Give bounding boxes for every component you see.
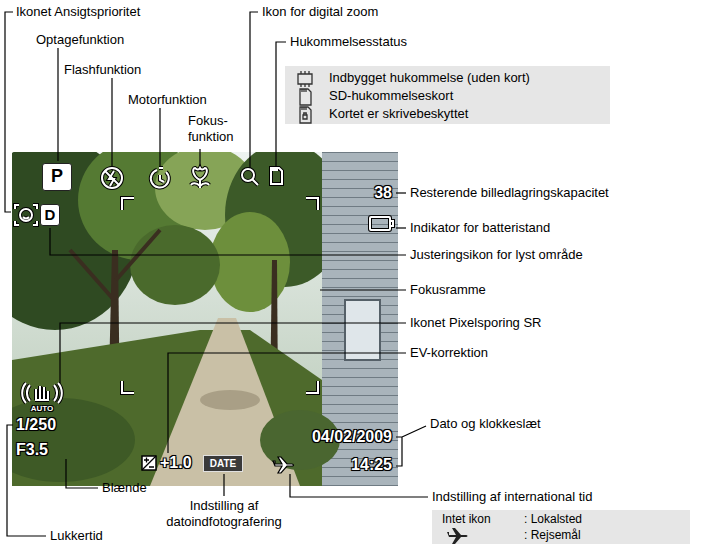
callout-label: Dato og klokkeslæt (430, 416, 541, 432)
leader-line (199, 149, 200, 166)
key-icons (285, 66, 325, 126)
callout-label: Ikonet Ansigtsprioritet (16, 4, 140, 20)
callout-label: Justeringsikon for lyst område (410, 247, 583, 263)
callout-label: Blænde (102, 480, 147, 496)
key-text: : Lokalsted (524, 512, 582, 526)
date-bracket (396, 426, 426, 466)
leader-line (320, 289, 406, 290)
callout-label: Resterende billedlagringskapacitet (410, 185, 609, 201)
callout-label: Indstilling af international tid (432, 489, 592, 505)
leader-line (396, 192, 406, 193)
callout-label: Hukommelsesstatus (290, 34, 407, 50)
callout-label: Motorfunktion (128, 92, 207, 108)
screen-readout: 04/02/2009 (312, 427, 392, 446)
key-text: Kortet er skrivebeskyttet (329, 106, 468, 122)
callout-label: Fokus- funktion (188, 113, 242, 144)
key-icon (300, 107, 311, 123)
date-imprint-box: DATE (203, 455, 243, 472)
icon-letter: DATE (210, 458, 236, 470)
callout-label: Optagefunktion (36, 32, 124, 48)
scene-photo (12, 152, 398, 486)
leader-line (290, 474, 428, 497)
mode-icon-box: P (42, 163, 72, 191)
focus-frame (122, 198, 318, 393)
leader-line (66, 459, 98, 488)
leader-line (111, 78, 112, 166)
time-key-panel: Intet ikon : Lokalsted : Rejsemål (432, 510, 690, 544)
icon-letter: P (51, 166, 63, 188)
leader-line (5, 12, 13, 212)
key-text: Intet ikon (442, 512, 491, 526)
screen-readout: 1/250 (16, 415, 56, 434)
callout-label: Indstilling af datoindfotografering (149, 498, 299, 529)
key-text: SD-hukommelseskort (329, 88, 453, 104)
key-icon (298, 71, 312, 87)
screen-readout: 14:25 (351, 455, 392, 474)
leader-line (50, 228, 406, 255)
key-icon (300, 89, 311, 105)
focus-frame-shadow (122, 198, 318, 393)
key-text: Indbygget hukommelse (uden kort) (329, 70, 530, 86)
screen-readout: +1.0 (160, 453, 192, 472)
airplane-icon (447, 528, 468, 544)
leader-line (57, 48, 58, 161)
callout-label: Indikator for batteristand (410, 220, 550, 236)
callout-label: Flashfunktion (64, 62, 141, 78)
leader-line (396, 227, 406, 228)
icon-caption: AUTO (31, 404, 54, 414)
leader-line (168, 353, 406, 453)
screen-readout: 38 (374, 183, 392, 202)
key-text: : Rejsemål (524, 528, 581, 542)
leader-line (159, 108, 160, 167)
screen-readout: F3.5 (16, 440, 48, 459)
icon-key-panel: Indbygget hukommelse (uden kort) SD-hukom… (285, 66, 610, 124)
lcd-icons (15, 168, 393, 473)
callout-label: Fokusramme (410, 282, 486, 298)
dlighting-icon-box: D (40, 204, 60, 226)
callout-label: Lukkertid (50, 528, 103, 544)
callout-label: Ikonet Pixelsporing SR (410, 315, 542, 331)
callout-label: EV-korrektion (410, 345, 488, 361)
icon-letter: D (45, 206, 56, 224)
leader-line (250, 12, 258, 168)
callout-label: Ikon for digital zoom (262, 4, 378, 20)
leader-line (223, 474, 224, 496)
